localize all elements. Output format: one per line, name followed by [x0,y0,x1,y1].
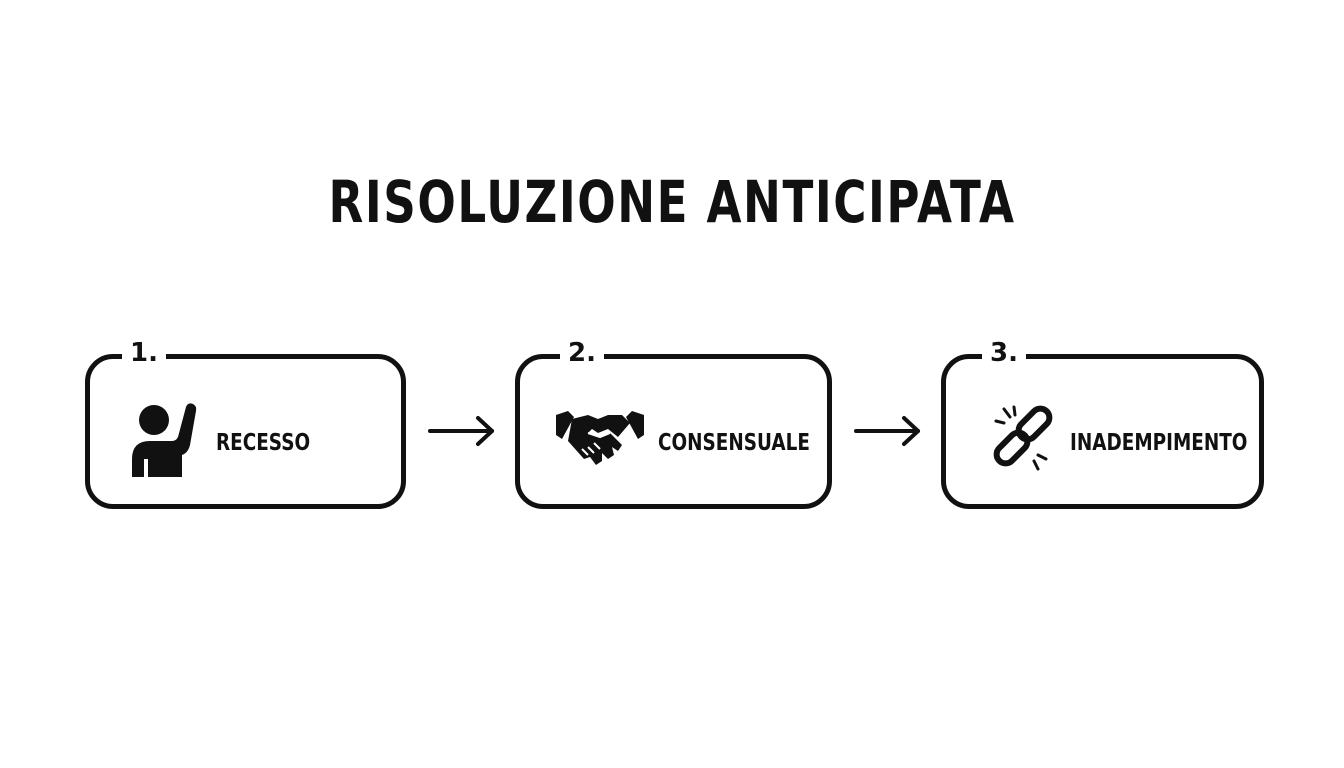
step-number: 2. [560,335,604,371]
step-number: 3. [982,335,1026,371]
step-label: INADEMPIMENTO [1070,430,1248,456]
step-box-recesso: 1. RECESSO [85,335,406,509]
step-box-consensuale: 2. CONSENSUALE [515,335,832,509]
step-label: CONSENSUALE [658,430,810,456]
step-number: 1. [122,335,166,371]
diagram-title: RISOLUZIONE ANTICIPATA [328,168,1016,236]
step-box-inadempimento: 3. INADEMPIMENTO [941,335,1264,509]
broken-chain-link-icon [993,405,1053,471]
raised-hand-person-icon [132,403,197,477]
step-label: RECESSO [216,430,311,456]
arrow-right-icon [854,416,920,446]
handshake-icon [556,411,644,465]
arrow-right-icon [428,416,494,446]
